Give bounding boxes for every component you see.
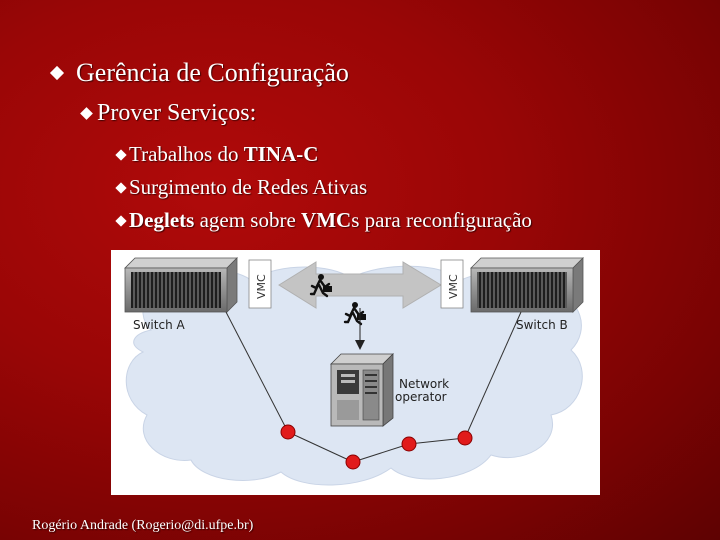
deglet-agent-icon	[343, 302, 366, 326]
heading-level1: Gerência de Configuração	[49, 58, 349, 88]
network-node	[457, 430, 473, 446]
slide-subheading: Prover Serviços:	[97, 100, 257, 126]
bullet-text: Surgimento de Redes Ativas	[129, 175, 368, 199]
switch-b-rack-icon	[470, 257, 584, 313]
network-node	[401, 436, 417, 452]
switch-a-label: Switch A	[133, 318, 185, 332]
link-line	[287, 431, 354, 463]
slide-heading: Gerência de Configuração	[76, 58, 349, 87]
switch-b-label: Switch B	[516, 318, 568, 332]
bullet-item: Deglets agem sobre VMCs para reconfigura…	[115, 208, 532, 233]
bullet-text: Deglets agem sobre VMCs para reconfigura…	[129, 208, 532, 232]
diamond-bullet-icon	[115, 181, 127, 194]
heading-level2: Prover Serviços:	[80, 100, 257, 127]
diamond-bullet-icon	[115, 214, 127, 227]
deglet-agent-icon	[309, 274, 332, 298]
diamond-bullet-icon	[80, 107, 93, 120]
bullet-text: Trabalhos do TINA-C	[129, 142, 319, 166]
diamond-bullet-icon	[115, 148, 127, 161]
vmc-right-label: VMC	[447, 274, 460, 299]
network-node	[345, 454, 361, 470]
link-line	[352, 443, 410, 463]
bullet-item: Trabalhos do TINA-C	[115, 142, 319, 167]
network-operator-label-line2: operator	[395, 390, 447, 404]
arrowhead-icon	[355, 340, 365, 350]
vmc-left-label: VMC	[255, 274, 268, 299]
network-node	[280, 424, 296, 440]
link-line	[225, 311, 289, 433]
link-line	[464, 311, 522, 439]
diamond-bullet-icon	[49, 65, 65, 81]
switch-a-rack-icon	[124, 257, 238, 313]
link-line	[408, 437, 466, 445]
network-operator-label-line1: Network	[399, 377, 449, 391]
network-operator-server-icon	[330, 353, 394, 427]
vmc-left-box	[248, 259, 272, 309]
bullet-item: Surgimento de Redes Ativas	[115, 175, 368, 200]
network-diagram: Switch A Switch B VMC VMC	[111, 250, 600, 495]
vmc-right-box	[440, 259, 464, 309]
slide-footer: Rogério Andrade (Rogerio@di.ufpe.br)	[32, 518, 254, 533]
